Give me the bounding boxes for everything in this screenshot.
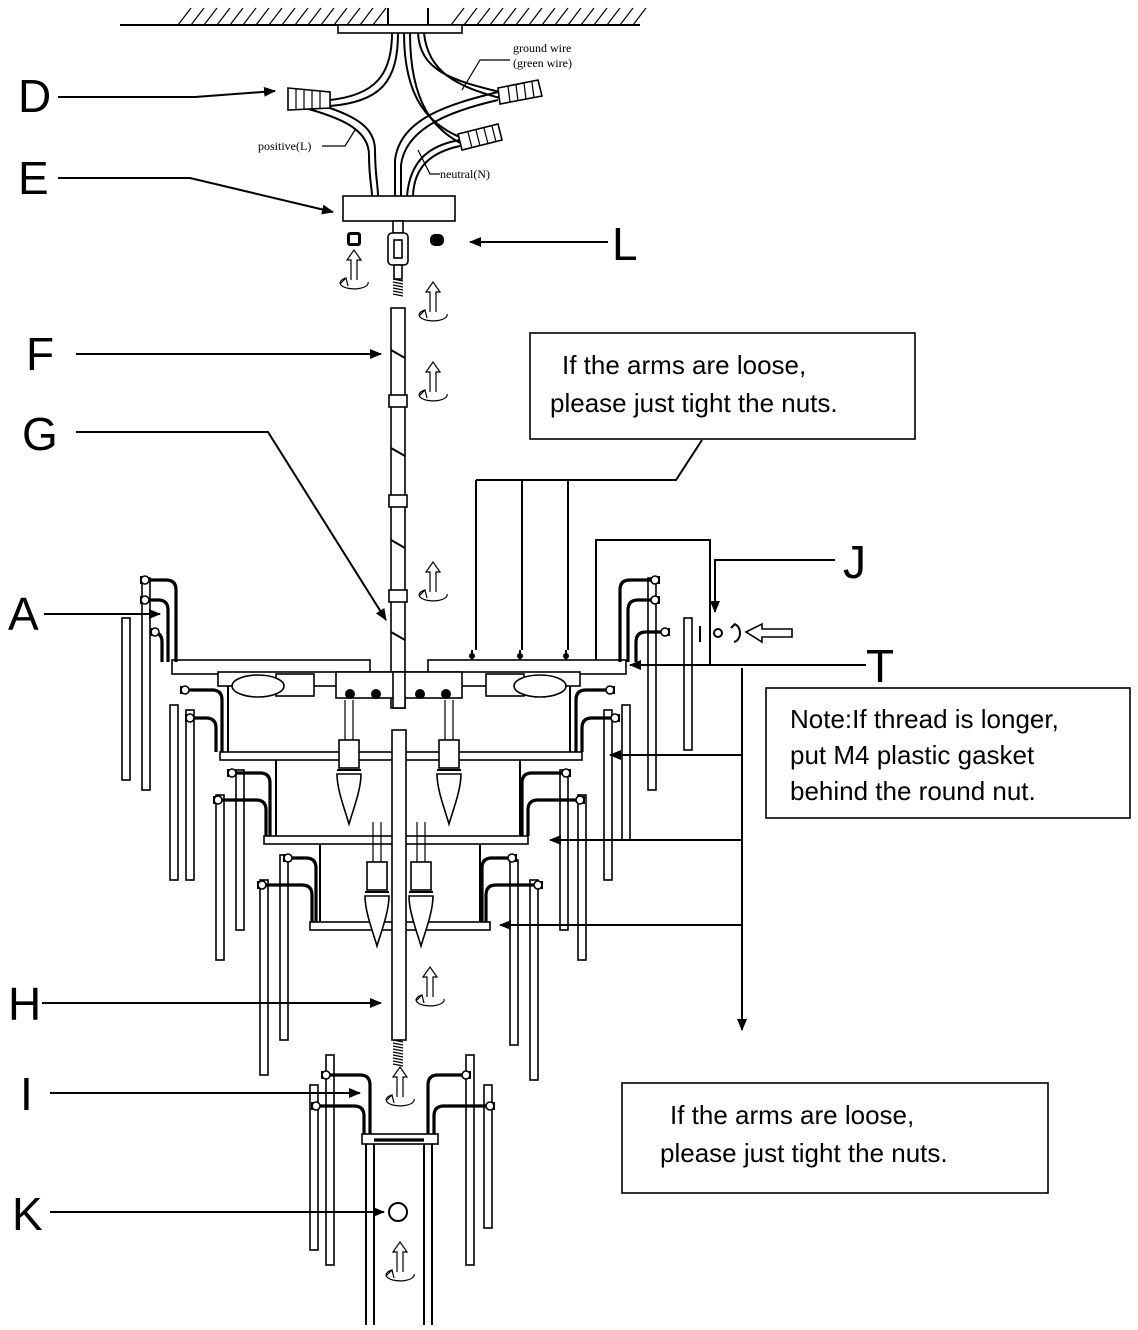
canopy-loop <box>387 220 409 297</box>
crystal-rod <box>529 879 539 1081</box>
crystal-rod <box>603 709 613 881</box>
chandelier-arm <box>321 1070 372 1136</box>
label-F: F <box>26 328 54 380</box>
chandelier-arm <box>574 685 615 752</box>
crystal-rod <box>185 709 195 881</box>
label-G: G <box>22 408 58 460</box>
note-thread-line-3: behind the round nut. <box>790 776 1036 806</box>
lower-downrod <box>391 729 407 1067</box>
chandelier-arm <box>185 713 218 752</box>
green-wire-label: (green wire) <box>513 56 572 70</box>
rotate-arrow-icon <box>385 1065 415 1107</box>
chandelier-arm <box>626 595 660 662</box>
nut-icon <box>347 232 361 246</box>
candle-bulb-icon <box>408 822 434 949</box>
crystal-rod <box>259 879 269 1076</box>
crystal-rod <box>215 794 225 961</box>
crystal-rod <box>621 704 631 841</box>
chandelier-arm <box>140 595 170 662</box>
crystal-rod <box>577 794 587 961</box>
chandelier-arm <box>634 627 670 662</box>
chandelier-arm <box>257 880 314 922</box>
chandelier-arm <box>580 713 620 752</box>
rotate-arrow-icon <box>418 280 448 322</box>
crystal-rod <box>121 617 131 781</box>
crystal-rod <box>683 617 693 751</box>
chandelier-arm <box>140 575 178 662</box>
chandelier-arm <box>526 795 585 836</box>
candle-bulb-icon <box>436 700 462 827</box>
neutral-wire-label: neutral(N) <box>440 167 490 181</box>
crystal-rod <box>325 1054 335 1266</box>
note-top-line-1: If the arms are loose, <box>562 350 806 380</box>
label-J: J <box>843 536 866 588</box>
label-K: K <box>12 1188 43 1240</box>
chandelier-arm <box>480 853 517 922</box>
crystal-rod <box>509 859 519 1046</box>
crystal-rod <box>309 1084 319 1251</box>
rotate-arrow-icon <box>418 360 448 402</box>
arm-detail <box>595 539 793 664</box>
upper-downrod <box>388 307 408 709</box>
crystal-rod <box>169 704 179 881</box>
note-top-line-2: please just tight the nuts. <box>550 388 838 418</box>
wire-connector-icon <box>457 123 503 151</box>
wire-connector-icon <box>497 79 543 105</box>
positive-wire-label: positive(L) <box>258 139 311 153</box>
label-T: T <box>866 640 894 692</box>
chandelier-arm <box>283 853 318 922</box>
crystal-rod <box>279 854 289 1041</box>
callouts <box>42 86 866 1217</box>
chandelier-arm <box>150 627 164 662</box>
label-L: L <box>612 218 638 270</box>
note-box-top: If the arms are loose, please just tight… <box>529 332 916 440</box>
crystal-rod <box>559 769 569 931</box>
note-bottom-line-1: If the arms are loose, <box>670 1100 914 1130</box>
rotate-arrow-icon <box>339 248 369 290</box>
label-H: H <box>8 978 41 1030</box>
chandelier-arm <box>180 685 224 752</box>
label-E: E <box>18 152 49 204</box>
note-bottom-line-2: please just tight the nuts. <box>660 1138 948 1168</box>
rotate-arrow-icon <box>385 1240 415 1282</box>
bottom-finial <box>361 1133 439 1325</box>
ground-wire-label: ground wire <box>513 41 571 55</box>
chandelier-arm <box>227 768 272 836</box>
candle-bulb-icon <box>364 822 390 949</box>
chandelier-arm <box>618 575 660 662</box>
nut-icon <box>430 234 444 246</box>
chandelier-arm <box>426 1070 471 1136</box>
note-thread-line-2: put M4 plastic gasket <box>790 740 1035 770</box>
label-D: D <box>18 70 51 122</box>
canopy <box>342 195 456 222</box>
crystal-rod <box>235 769 245 931</box>
chandelier-arm <box>432 1101 495 1136</box>
chandelier-arm <box>520 768 571 836</box>
chandelier-arm <box>311 1101 366 1136</box>
chandelier-arm <box>213 795 268 836</box>
note-box-bottom: If the arms are loose, please just tight… <box>621 1082 1049 1194</box>
crystal-rod <box>141 577 151 791</box>
label-I: I <box>20 1068 33 1120</box>
ceiling <box>120 7 647 34</box>
note-box-thread: Note:If thread is longer, put M4 plastic… <box>765 687 1131 819</box>
label-A: A <box>8 588 39 640</box>
chandelier-arm <box>484 880 543 922</box>
supply-wires <box>289 32 501 197</box>
crystal-rod <box>483 1084 493 1229</box>
rotate-arrow-icon <box>418 560 448 602</box>
candle-bulb-icon <box>336 700 362 827</box>
rotate-arrow-icon <box>415 965 445 1007</box>
wire-connector-icon <box>287 87 331 111</box>
crystal-rod <box>647 577 657 791</box>
crystal-rod <box>465 1054 475 1266</box>
note-thread-line-1: Note:If thread is longer, <box>790 704 1059 734</box>
